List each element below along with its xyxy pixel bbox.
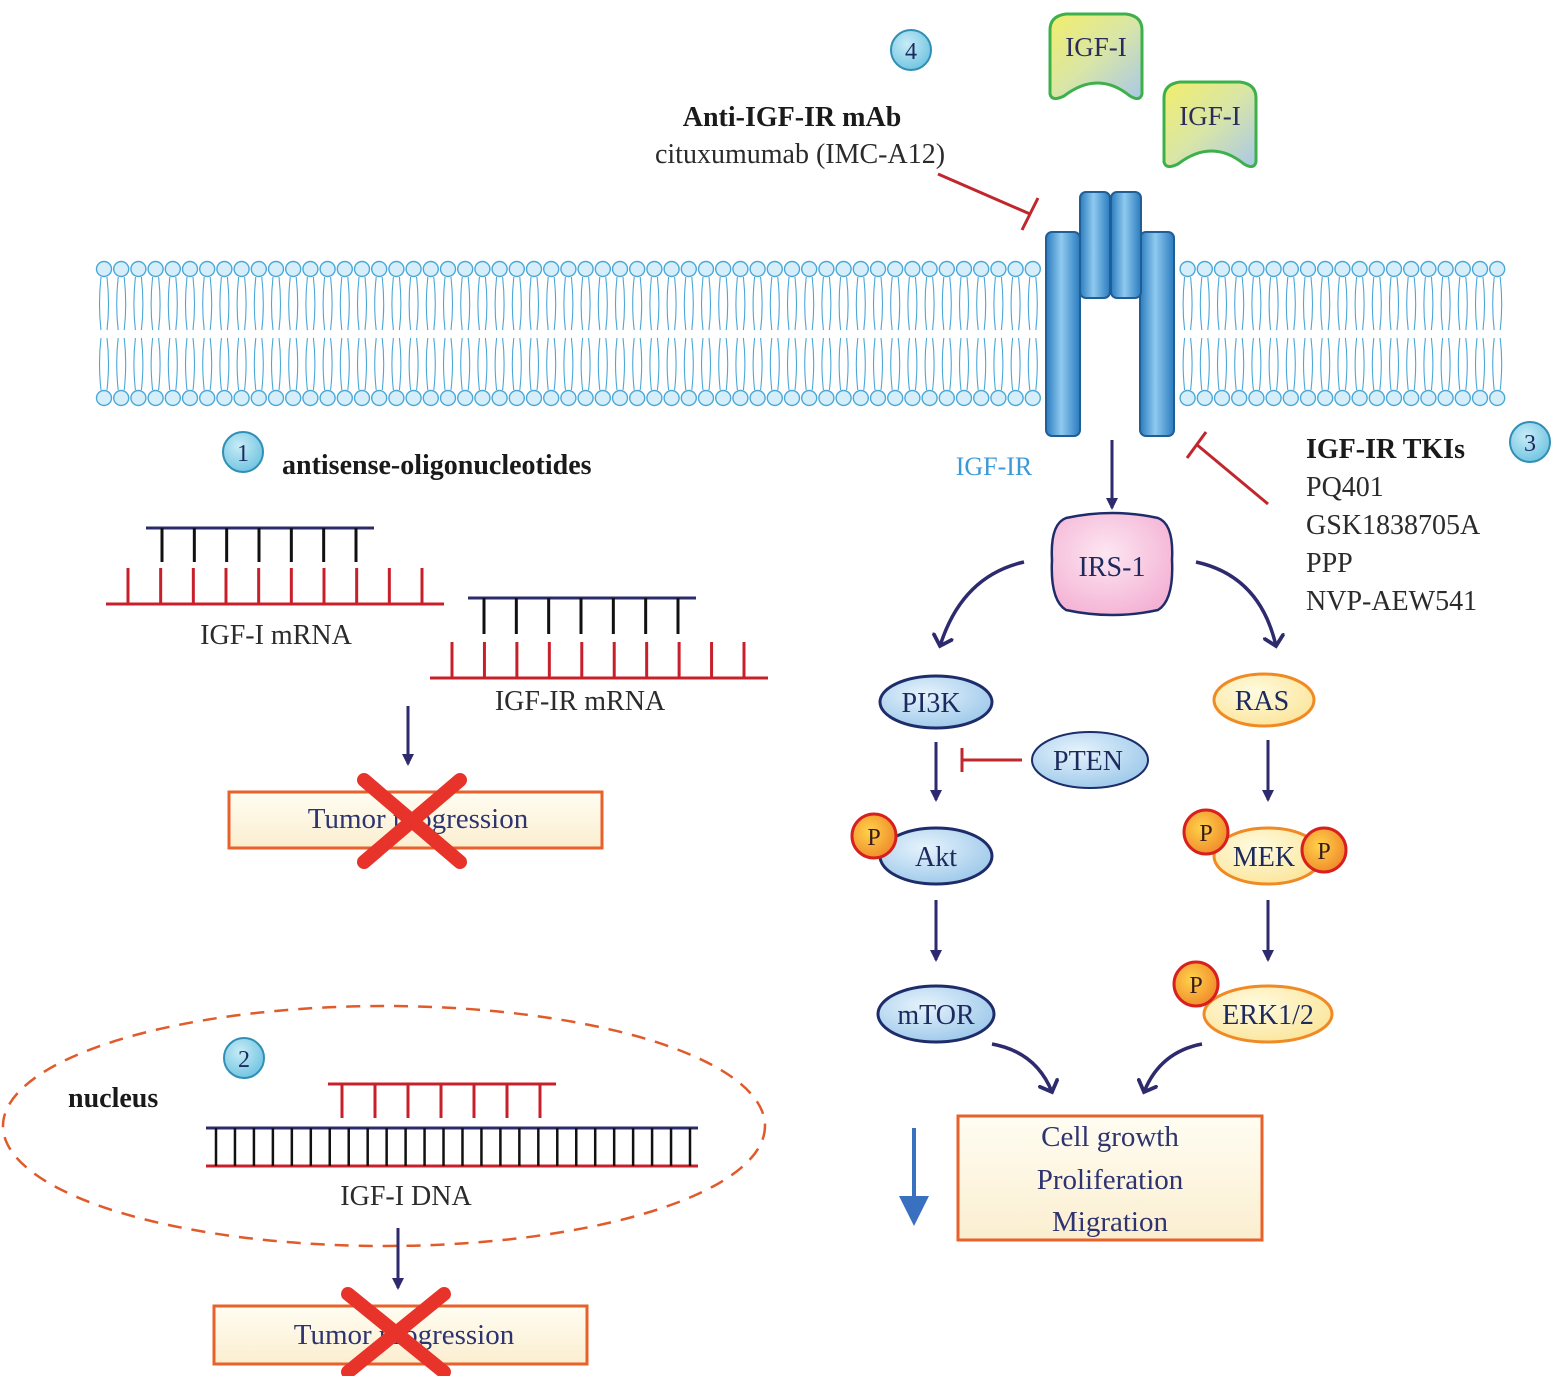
svg-text:P: P — [867, 825, 880, 851]
cell-membrane — [95, 260, 1506, 407]
badge-2: 2 — [223, 1037, 265, 1079]
svg-text:PTEN: PTEN — [1053, 746, 1123, 777]
mrna2-label: IGF-IR mRNA — [495, 686, 666, 717]
svg-text:ERK1/2: ERK1/2 — [1222, 1000, 1314, 1031]
growth-line: Cell growth — [1041, 1121, 1179, 1153]
erk-to-growth-arrow — [1144, 1042, 1203, 1092]
antibody-inhibition-line — [937, 172, 1040, 231]
phospho-badge: P — [850, 812, 898, 860]
irs1-to-pi3k-arrow — [940, 560, 1025, 646]
cell-growth-box: Cell growth Proliferation Migration — [956, 1114, 1264, 1242]
igf-ir-receptor — [1045, 191, 1175, 437]
antibody-title: Anti-IGF-IR mAb — [683, 102, 902, 133]
antibody-drug: cituxumumab (IMC-A12) — [655, 139, 945, 170]
akt-node: Akt — [878, 826, 994, 886]
ras-node: RAS — [1212, 672, 1316, 728]
igf-ir-mrna-strand — [430, 596, 768, 680]
tki-drug: PQ401 — [1306, 472, 1384, 503]
svg-text:2: 2 — [238, 1047, 250, 1073]
mtor-to-growth-arrow — [991, 1042, 1052, 1092]
ligand-label: IGF-I — [1065, 32, 1127, 62]
dna-label: IGF-I DNA — [340, 1181, 472, 1212]
blocked-cross-icon — [357, 773, 467, 869]
phospho-badge: P — [1182, 808, 1230, 856]
tki-title: IGF-IR TKIs — [1306, 434, 1465, 465]
antisense-title: antisense-oligonucleotides — [282, 450, 592, 481]
svg-text:MEK: MEK — [1233, 842, 1295, 873]
mrna1-label: IGF-I mRNA — [200, 620, 352, 651]
mtor-node: mTOR — [876, 984, 996, 1044]
pten-node: PTEN — [1031, 731, 1149, 789]
badge-1: 1 — [222, 431, 264, 473]
svg-text:Akt: Akt — [915, 842, 957, 873]
tki-drug: PPP — [1306, 548, 1353, 579]
erk-node: ERK1/2 — [1202, 984, 1334, 1044]
mek-node: MEK — [1212, 826, 1324, 886]
tumor-progression-box: Tumor progression — [227, 790, 604, 850]
irs1-node: IRS-1 — [1050, 511, 1174, 617]
svg-text:P: P — [1317, 839, 1330, 865]
svg-text:IRS-1: IRS-1 — [1079, 552, 1146, 583]
svg-text:mTOR: mTOR — [897, 1000, 975, 1031]
svg-text:3: 3 — [1524, 431, 1536, 457]
growth-line: Migration — [1052, 1206, 1168, 1238]
svg-text:RAS: RAS — [1235, 686, 1289, 717]
svg-text:PI3K: PI3K — [901, 688, 960, 719]
svg-text:P: P — [1189, 973, 1202, 999]
igf-i-mrna-strand — [106, 526, 444, 606]
svg-text:1: 1 — [237, 441, 249, 467]
pi3k-node: PI3K — [878, 674, 994, 730]
phospho-badge: P — [1172, 960, 1220, 1008]
ligand-label: IGF-I — [1179, 101, 1241, 131]
decrease-arrow — [899, 1128, 929, 1226]
badge-4: 4 — [890, 29, 932, 71]
igf-i-ligand: IGF-I — [1048, 12, 1144, 101]
irs1-to-ras-arrow — [1195, 560, 1276, 646]
nucleus-outline — [1, 1004, 767, 1248]
nucleus-label: nucleus — [68, 1083, 158, 1114]
pten-inhibition-line — [960, 748, 1022, 772]
blocked-cross-icon — [341, 1287, 451, 1379]
igf-i-ligand: IGF-I — [1162, 80, 1258, 169]
tki-drug: NVP-AEW541 — [1306, 586, 1477, 617]
badge-3: 3 — [1509, 421, 1551, 463]
tki-inhibition-line — [1185, 431, 1269, 506]
svg-text:4: 4 — [905, 39, 917, 65]
igf-i-dna-strand — [206, 1082, 698, 1168]
receptor-label: IGF-IR — [956, 452, 1033, 481]
growth-line: Proliferation — [1037, 1164, 1184, 1196]
svg-text:P: P — [1199, 821, 1212, 847]
tki-drug: GSK1838705A — [1306, 510, 1481, 541]
phospho-badge: P — [1300, 826, 1348, 874]
